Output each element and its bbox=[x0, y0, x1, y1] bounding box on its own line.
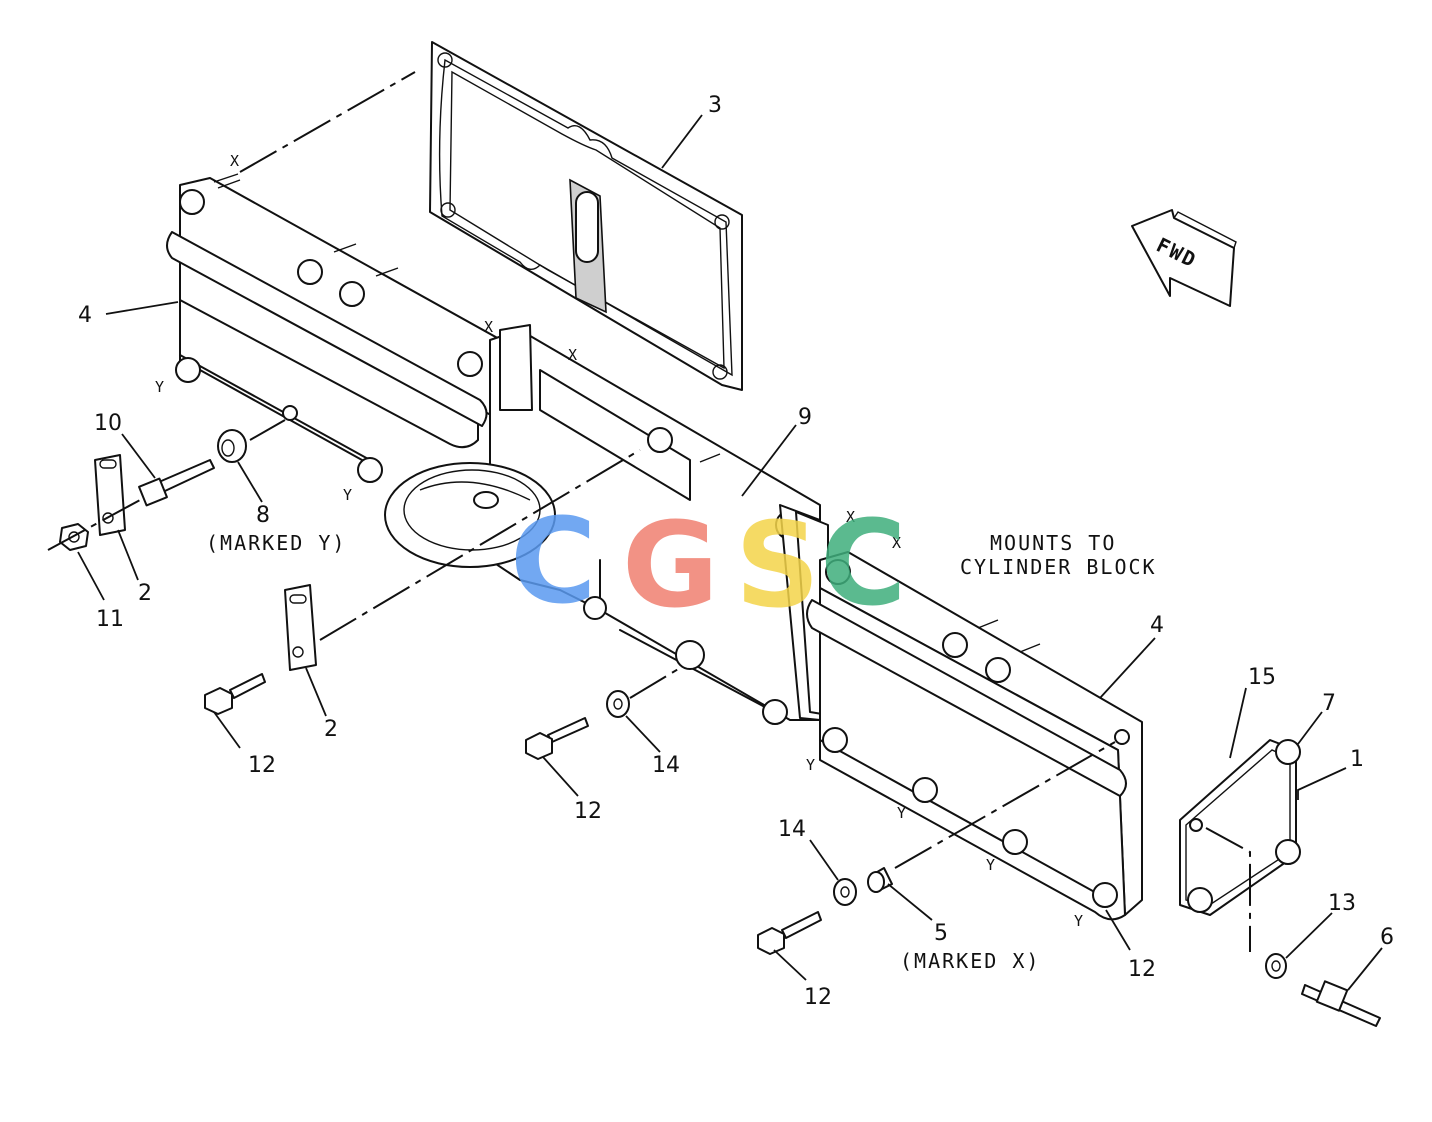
watermark-letter-g: G bbox=[622, 496, 719, 634]
callout-7: 7 bbox=[1322, 691, 1336, 716]
washer-part-14-b[interactable] bbox=[833, 878, 857, 906]
callout-14: 14 bbox=[652, 753, 680, 778]
manifold-right-part-4[interactable] bbox=[806, 551, 1143, 921]
callout-9: 9 bbox=[798, 405, 812, 430]
callout-5: 5 bbox=[934, 921, 948, 946]
manifold-left-part-4[interactable] bbox=[166, 173, 511, 483]
stud-part-10[interactable] bbox=[138, 459, 215, 507]
bracket-part-2-upper[interactable] bbox=[94, 454, 126, 536]
annotation-marked-x: (MARKED X) bbox=[900, 949, 1040, 973]
marker-y: Y bbox=[897, 804, 906, 822]
marker-y: Y bbox=[343, 486, 352, 504]
callout-4: 4 bbox=[1150, 613, 1164, 638]
callout-8: 8 bbox=[256, 503, 270, 528]
watermark-letter-c2: C bbox=[820, 494, 907, 632]
washer-part-14-a[interactable] bbox=[606, 690, 630, 718]
washer-part-13[interactable] bbox=[1265, 953, 1287, 979]
marker-y: Y bbox=[986, 856, 995, 874]
bracket-part-2-lower[interactable] bbox=[284, 584, 317, 671]
callout-12: 12 bbox=[574, 799, 602, 824]
callout-15: 15 bbox=[1248, 665, 1276, 690]
bolt-part-12-b[interactable] bbox=[525, 717, 589, 760]
marker-y: Y bbox=[155, 378, 164, 396]
callout-1: 1 bbox=[1350, 747, 1364, 772]
bolt-part-12-a[interactable] bbox=[204, 673, 266, 715]
gasket-part-3[interactable] bbox=[429, 41, 743, 391]
callout-11: 11 bbox=[96, 607, 124, 632]
marker-x: X bbox=[846, 508, 855, 526]
centerline-cover bbox=[1205, 827, 1251, 952]
annotation-mounts-line2: CYLINDER BLOCK bbox=[960, 555, 1157, 579]
centerline-right bbox=[894, 741, 1116, 869]
marker-x: X bbox=[892, 534, 901, 552]
callout-13: 13 bbox=[1328, 891, 1356, 916]
centerline-bracket bbox=[319, 449, 641, 641]
spacer-part-5[interactable] bbox=[867, 867, 893, 893]
callout-6: 6 bbox=[1380, 925, 1394, 950]
callout-12: 12 bbox=[804, 985, 832, 1010]
centerline-gasket-left bbox=[239, 71, 416, 173]
marker-x: X bbox=[230, 152, 239, 170]
centerline-stud bbox=[47, 419, 286, 551]
bolt-part-12-c[interactable] bbox=[757, 911, 822, 955]
callout-2: 2 bbox=[138, 581, 152, 606]
marker-x: X bbox=[484, 318, 493, 336]
callout-12: 12 bbox=[1128, 957, 1156, 982]
annotation-mounts-line1: MOUNTS TO bbox=[990, 531, 1116, 555]
marker-y: Y bbox=[806, 756, 815, 774]
watermark-letter-c1: C bbox=[510, 492, 597, 630]
watermark-logo: C G S C bbox=[510, 492, 907, 634]
leader-lines bbox=[77, 114, 1383, 991]
watermark-letter-s: S bbox=[735, 496, 820, 634]
centerline-washer bbox=[629, 667, 681, 699]
annotation-marked-y: (MARKED Y) bbox=[206, 531, 346, 555]
fwd-arrow: FWD bbox=[1131, 209, 1237, 307]
callout-2: 2 bbox=[324, 717, 338, 742]
stud-part-6[interactable] bbox=[1301, 980, 1381, 1027]
marker-y: Y bbox=[1074, 912, 1083, 930]
callout-3: 3 bbox=[708, 93, 722, 118]
marker-x: X bbox=[568, 346, 577, 364]
cover-plate-part-15[interactable] bbox=[1179, 739, 1301, 916]
callout-12: 12 bbox=[248, 753, 276, 778]
callout-14: 14 bbox=[778, 817, 806, 842]
callout-4: 4 bbox=[78, 303, 92, 328]
callout-10: 10 bbox=[94, 411, 122, 436]
spacer-part-8[interactable] bbox=[217, 429, 247, 463]
